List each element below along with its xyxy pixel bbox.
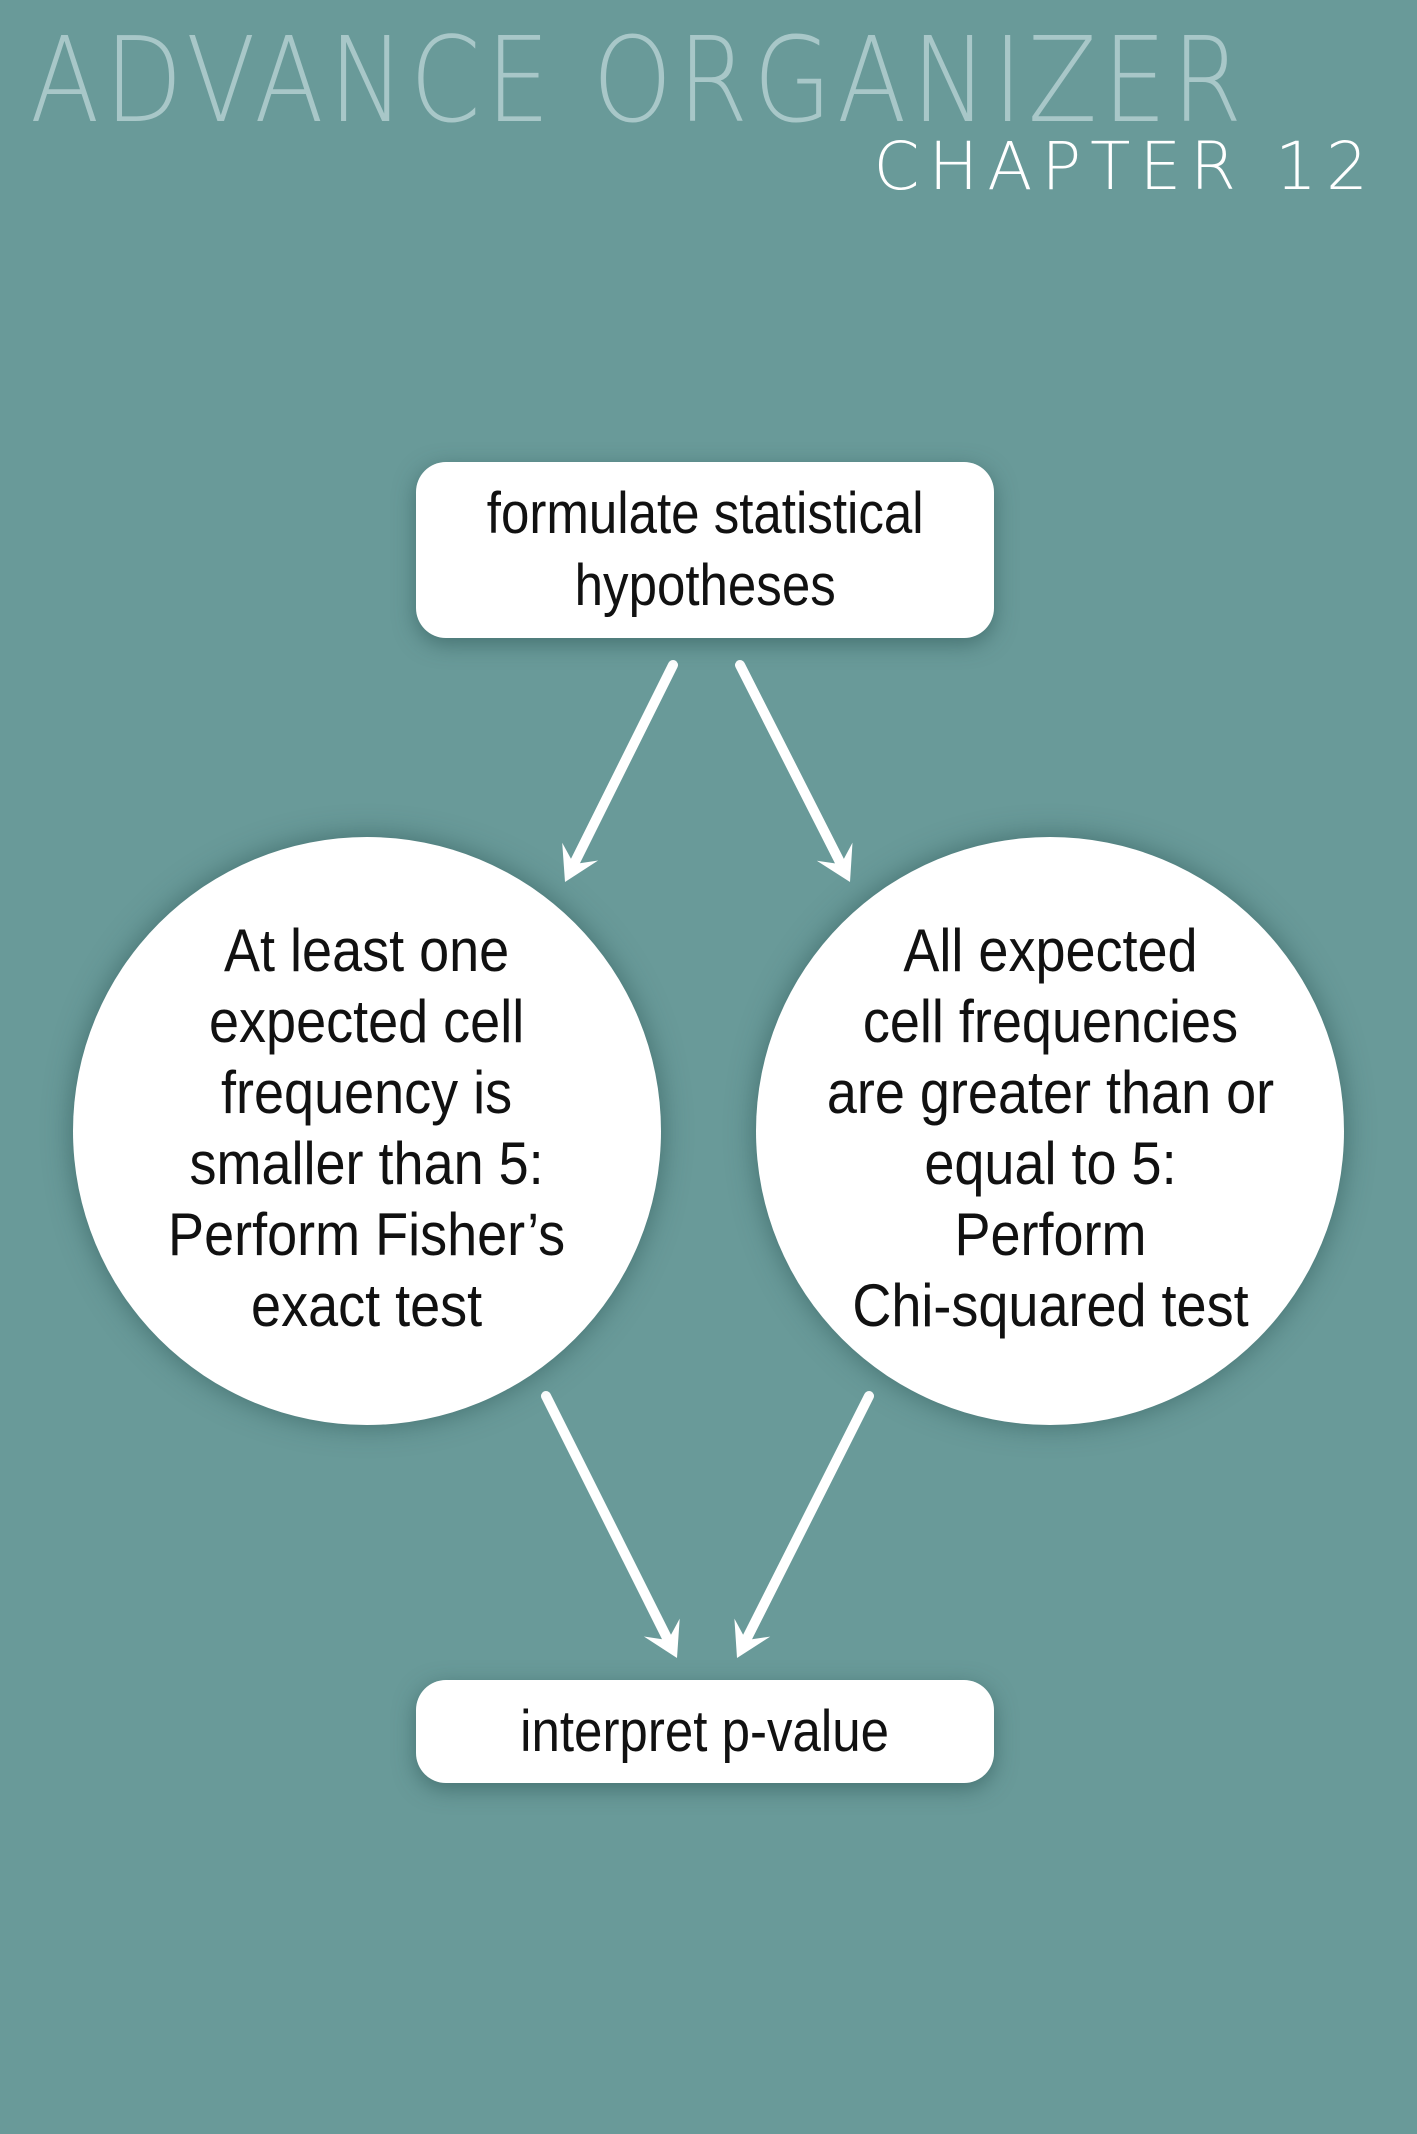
arrow-fisher-to-interpret <box>541 1391 680 1658</box>
chapter-label: CHAPTER 12 <box>873 128 1377 205</box>
end-node-line: interpret p-value <box>520 1698 890 1764</box>
branch-node-line: equal to 5: <box>923 1130 1177 1197</box>
branch-node-fisher-exact-test: At least one expected cell frequency is … <box>73 837 661 1425</box>
end-node-text: interpret p-value <box>521 1696 890 1768</box>
branch-node-chi-squared-test: All expected cell frequencies are greate… <box>756 837 1344 1425</box>
arrow-start-to-fisher <box>562 660 678 882</box>
start-node-text: formulate statistical hypotheses <box>487 478 924 622</box>
page-title-text: ADVANCE ORGANIZER <box>30 11 1248 149</box>
branch-node-line: Perform <box>953 1201 1147 1268</box>
arrow-start-to-chi-squared <box>735 660 853 882</box>
branch-node-line: All expected <box>902 917 1198 984</box>
branch-node-line: Chi-squared test <box>851 1272 1249 1339</box>
start-node-line: formulate statistical <box>486 481 924 546</box>
start-node-formulate-hypotheses: formulate statistical hypotheses <box>416 462 994 638</box>
arrowhead-icon <box>643 1618 680 1658</box>
arrowhead-icon <box>562 842 599 882</box>
start-node-line: hypotheses <box>574 553 836 618</box>
branch-node-text: All expected cell frequencies are greate… <box>826 915 1273 1341</box>
arrow-chi-squared-to-interpret <box>734 1391 874 1658</box>
branch-node-line: smaller than 5: <box>189 1130 545 1197</box>
arrow-shaft <box>735 660 846 870</box>
arrow-shaft <box>568 660 678 870</box>
branch-node-line: expected cell <box>209 988 525 1055</box>
branch-node-line: exact test <box>251 1272 483 1339</box>
branch-node-line: are greater than or <box>826 1059 1274 1126</box>
branch-node-text: At least one expected cell frequency is … <box>168 915 565 1341</box>
arrowhead-icon <box>734 1618 771 1658</box>
arrow-shaft <box>740 1391 874 1646</box>
arrow-shaft <box>541 1391 674 1646</box>
arrowhead-icon <box>816 842 853 882</box>
end-node-interpret-p-value: interpret p-value <box>416 1680 994 1783</box>
branch-node-line: cell frequencies <box>862 988 1238 1055</box>
branch-node-line: frequency is <box>221 1059 513 1126</box>
page-title: ADVANCE ORGANIZER <box>30 18 1382 143</box>
branch-node-line: At least one <box>224 917 510 984</box>
branch-node-line: Perform Fisher’s <box>168 1201 566 1268</box>
